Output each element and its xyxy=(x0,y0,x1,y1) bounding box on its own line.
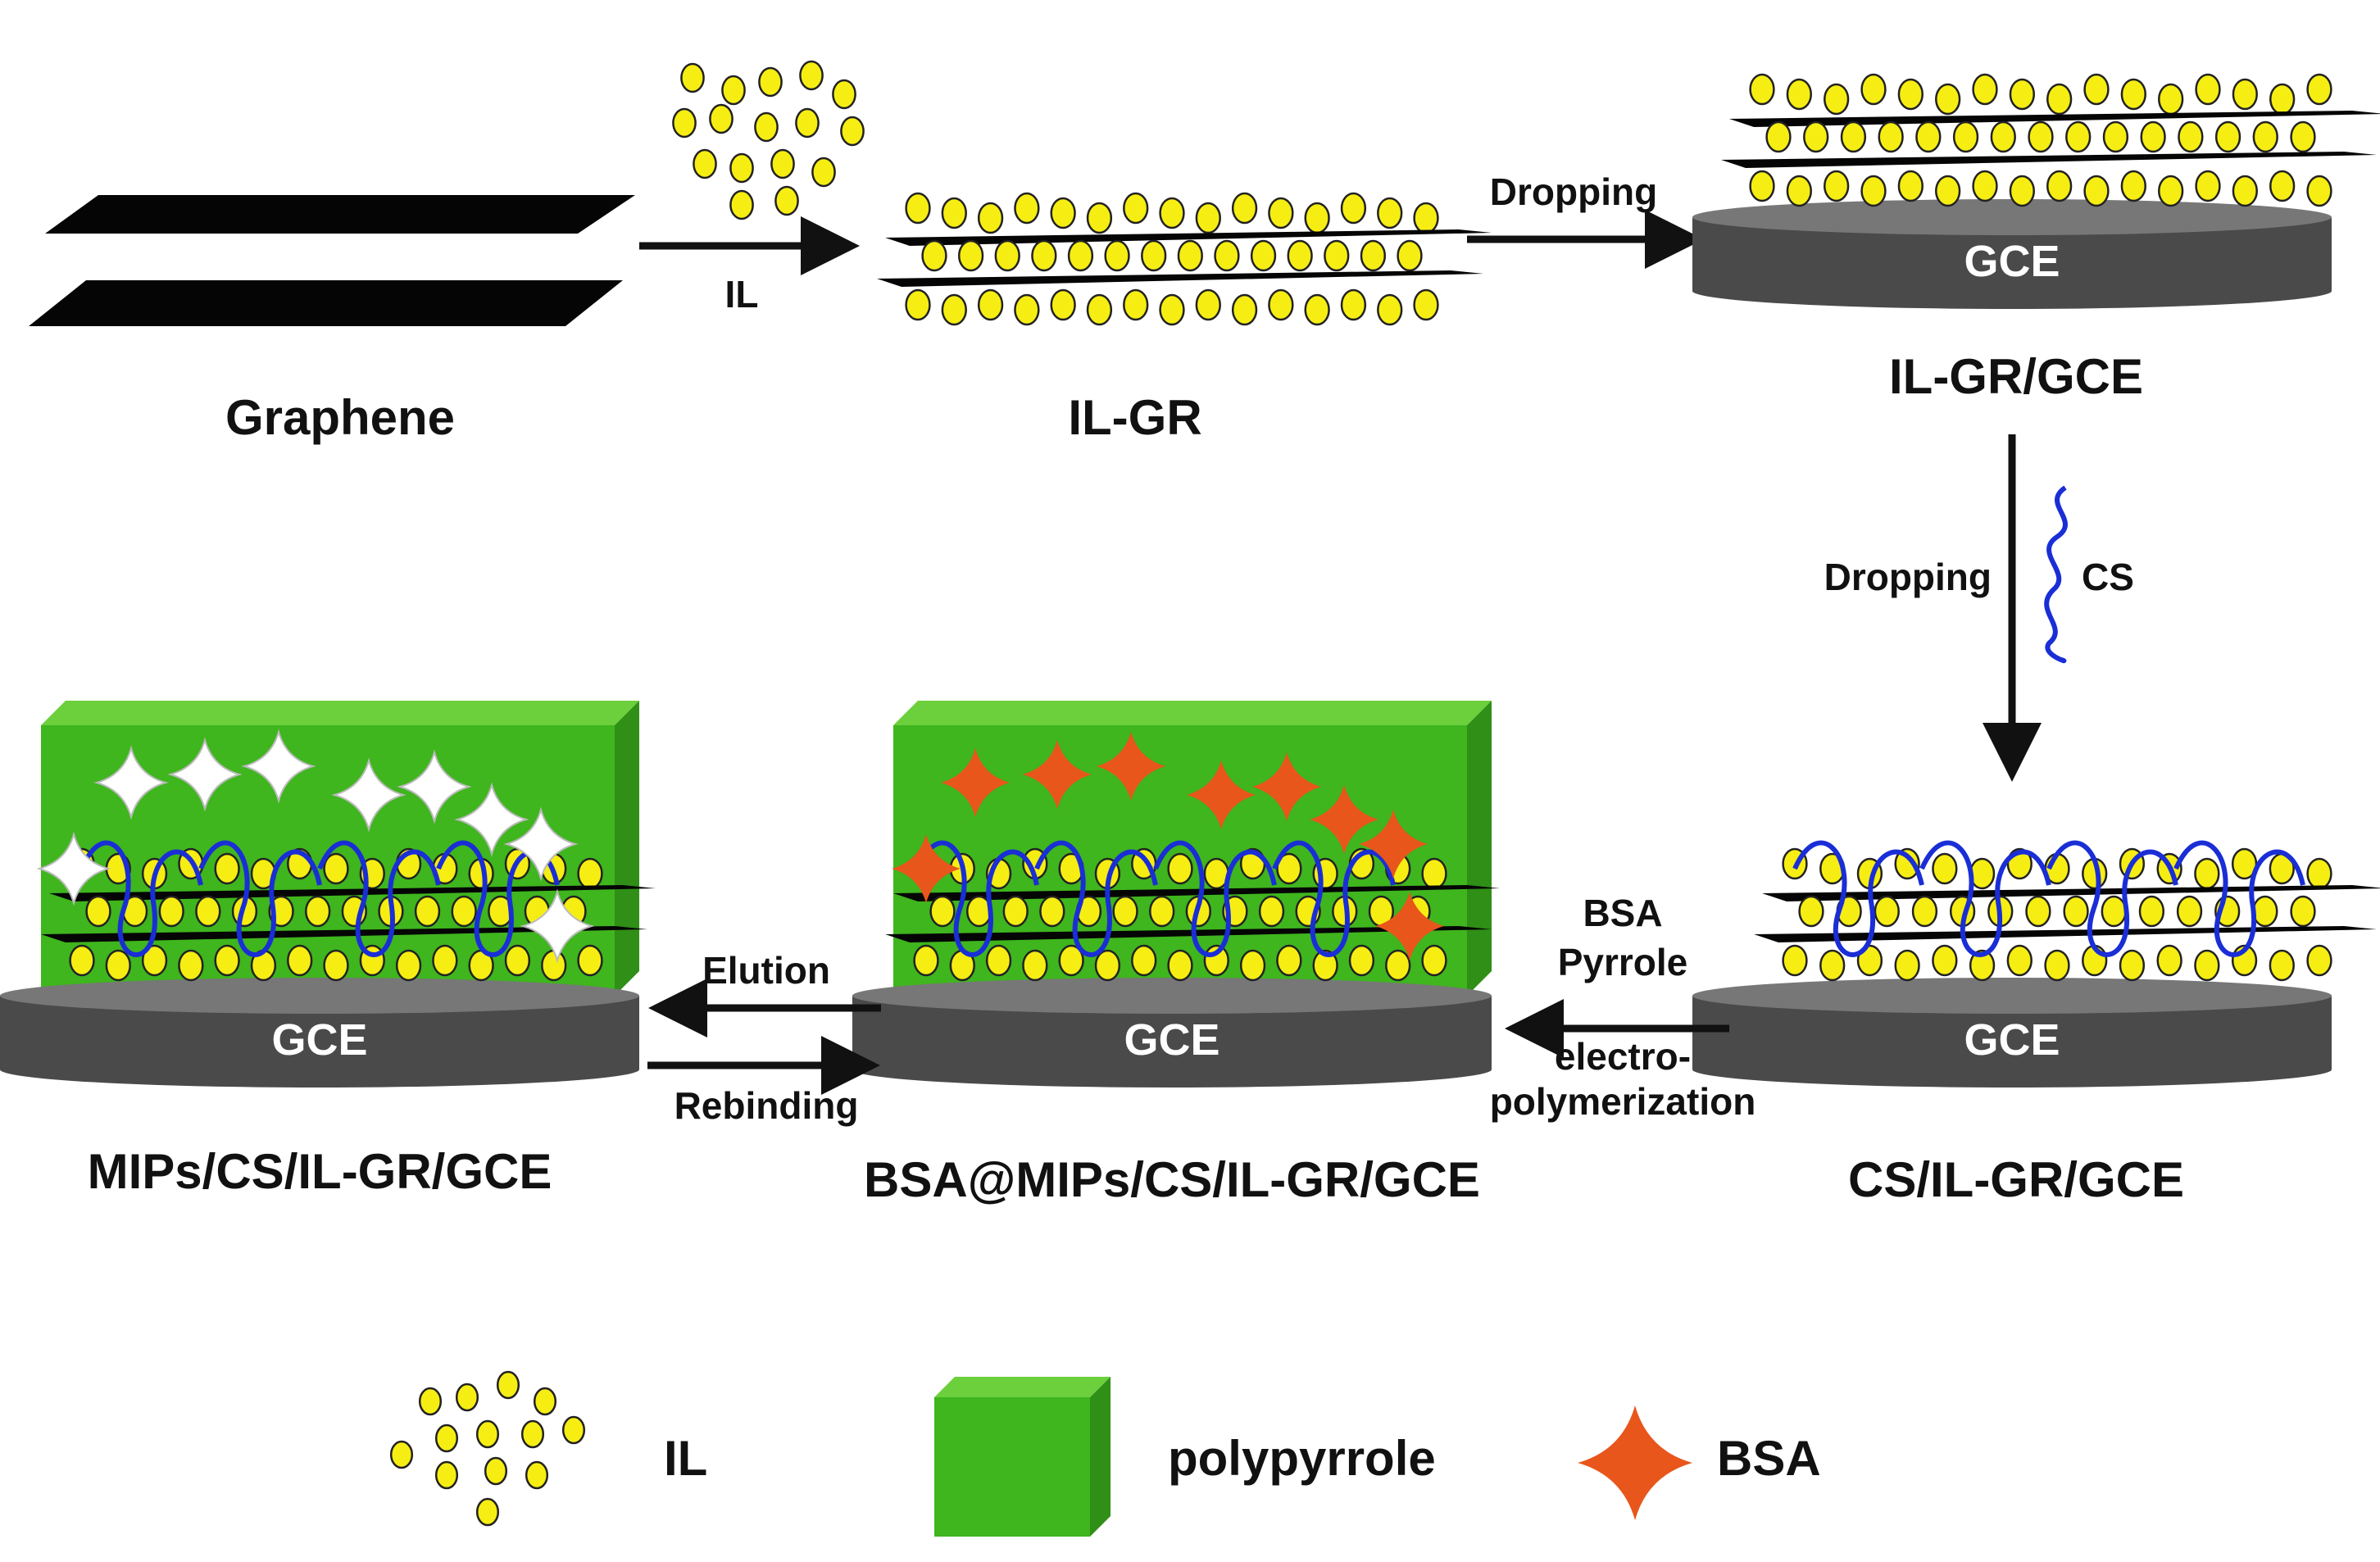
legend-label-polypyrrole: polypyrrole xyxy=(1168,1431,1436,1486)
arrow-label-dropping-1: Dropping xyxy=(1490,170,1657,213)
gce-label: GCE xyxy=(1124,1015,1220,1065)
arrow-label-dropping-2: Dropping xyxy=(1824,556,1992,598)
label-il-gr: IL-GR xyxy=(1068,390,1201,445)
label-graphene: Graphene xyxy=(225,390,455,445)
gce-electrode-icon: GCE xyxy=(0,978,639,1087)
arrow-label-elution: Elution xyxy=(702,949,830,992)
imprinted-cavity-stars xyxy=(36,729,595,964)
arrow-label-il: IL xyxy=(725,273,759,316)
gce-electrode-icon: GCE xyxy=(1692,199,2332,309)
gce-label: GCE xyxy=(1964,237,2060,286)
chitosan-chain-icon xyxy=(79,840,560,957)
legend-label-bsa: BSA xyxy=(1717,1431,1821,1486)
label-il-gr-gce: IL-GR/GCE xyxy=(1889,349,2143,404)
graphene-sheet-icon xyxy=(29,195,635,326)
il-gr-stack xyxy=(877,192,1492,326)
gce-electrode-icon: GCE xyxy=(852,978,1492,1087)
arrow-label-bsa: BSA xyxy=(1583,892,1662,934)
chitosan-chain-icon xyxy=(2044,485,2068,664)
il-dots-icon xyxy=(389,1370,586,1527)
il-gr-stack xyxy=(1754,847,2380,982)
arrow-label-pyrrole: Pyrrole xyxy=(1558,941,1688,983)
polypyrrole-cube-icon xyxy=(934,1377,1111,1537)
label-mips: MIPs/CS/IL-GR/GCE xyxy=(88,1144,552,1199)
il-gr-stack xyxy=(1721,73,2380,207)
legend-label-il: IL xyxy=(664,1431,707,1486)
bsa-star-icon xyxy=(1578,1405,1692,1520)
gce-electrode-icon: GCE xyxy=(1692,978,2332,1087)
arrow-label-cs: CS xyxy=(2082,556,2134,598)
label-bsa-mips: BSA@MIPs/CS/IL-GR/GCE xyxy=(864,1152,1480,1207)
gce-label: GCE xyxy=(271,1015,367,1065)
label-cs-il-gr-gce: CS/IL-GR/GCE xyxy=(1848,1152,2184,1207)
chitosan-chain-icon xyxy=(1792,840,2305,957)
gce-label: GCE xyxy=(1964,1015,2060,1065)
arrow-label-electro: electro- xyxy=(1555,1035,1691,1078)
chitosan-chain-icon xyxy=(915,840,1396,957)
bsa-template-stars xyxy=(892,732,1444,960)
arrow-label-rebinding: Rebinding xyxy=(674,1084,859,1127)
il-dots-icon xyxy=(672,60,865,220)
arrow-label-polymerization: polymerization xyxy=(1490,1080,1756,1123)
